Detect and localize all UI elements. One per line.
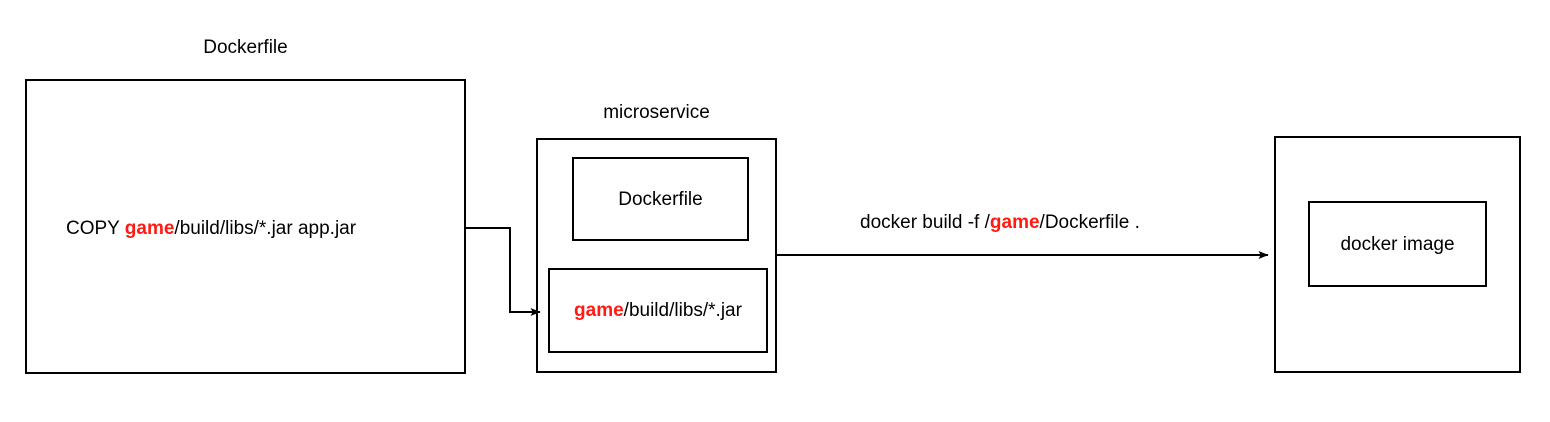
docker-image-inner-box[interactable]: docker image [1308, 201, 1487, 287]
copy-instruction-prefix: COPY [66, 218, 125, 239]
microservice-inner-dockerfile-box[interactable]: Dockerfile [572, 157, 749, 241]
docker-build-command-label: docker build -f /game/Dockerfile . [858, 213, 1142, 232]
copy-instruction-highlight: game [124, 218, 175, 239]
microservice-inner-dockerfile-label: Dockerfile [618, 188, 703, 210]
dockerfile-box[interactable] [25, 79, 466, 374]
connector-dockerfile-to-artifact [466, 227, 541, 316]
docker-build-highlight: game [989, 212, 1040, 233]
copy-instruction-text: COPY game/build/libs/*.jar app.jar [66, 219, 356, 238]
artifact-highlight: game [574, 300, 624, 321]
microservice-box-caption: microservice [603, 102, 710, 123]
dockerfile-box-caption: Dockerfile [203, 37, 288, 58]
docker-build-prefix: docker build -f / [860, 212, 990, 233]
microservice-inner-artifact-text: game/build/libs/*.jar [574, 301, 742, 320]
copy-instruction-suffix: /build/libs/*.jar app.jar [174, 218, 357, 239]
artifact-suffix: /build/libs/*.jar [623, 300, 742, 321]
docker-build-suffix: /Dockerfile . [1039, 212, 1140, 233]
microservice-inner-artifact-box[interactable]: game/build/libs/*.jar [548, 268, 768, 353]
docker-image-label: docker image [1340, 233, 1455, 255]
